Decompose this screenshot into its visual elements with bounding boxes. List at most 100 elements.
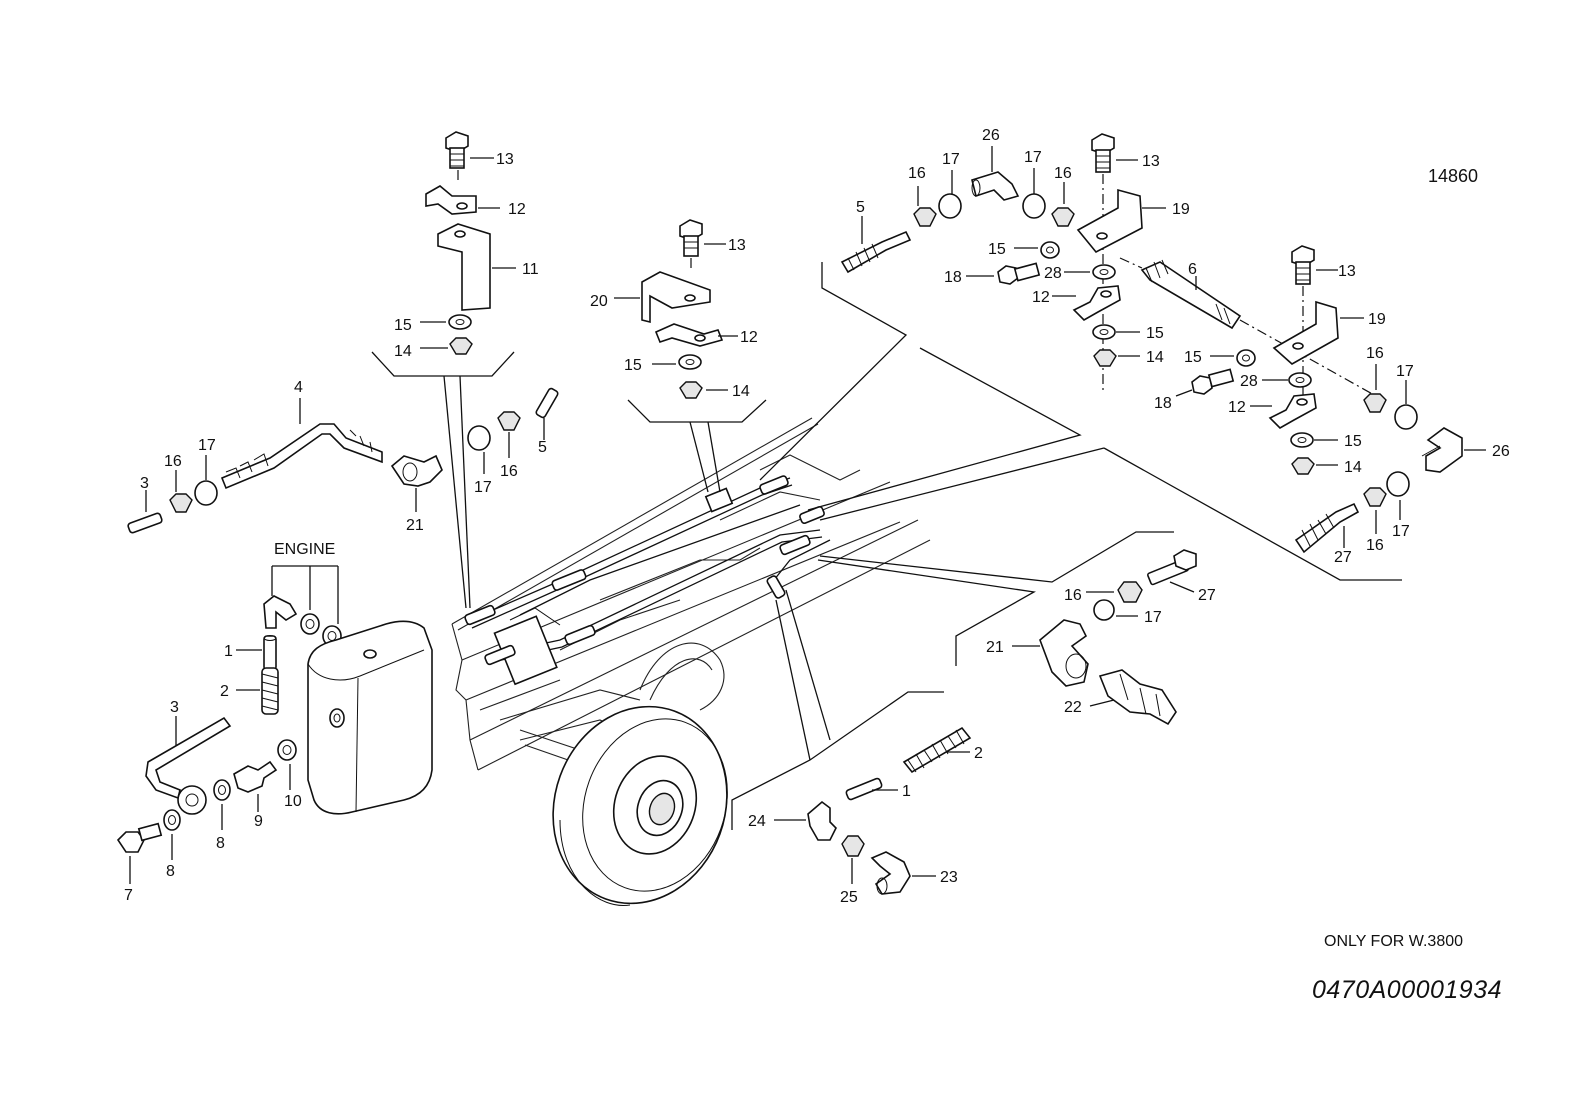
nut-14-c [1093,349,1140,367]
callout-5: 5 [856,199,865,216]
callout-15: 15 [1184,349,1202,366]
callout-17: 17 [198,437,216,454]
fitting-9 [233,760,278,812]
callout-17: 17 [1396,363,1414,380]
cap-17-f [1386,471,1410,520]
pin-3-a [127,490,163,534]
cap-17-a [194,455,218,506]
washer-15-b [652,354,702,370]
nut-16-a [169,470,193,513]
callout-14: 14 [732,383,750,400]
callout-16: 16 [1366,345,1384,362]
callout-17: 17 [474,479,492,496]
callout-25: 25 [840,889,858,906]
callout-3: 3 [140,475,149,492]
callout-12: 12 [1228,399,1246,416]
callout-16: 16 [1054,165,1072,182]
bracket-19-b [1272,300,1364,365]
callout-24: 24 [748,813,766,830]
callout-1: 1 [902,783,911,800]
callout-12: 12 [740,329,758,346]
callout-9: 9 [254,813,263,830]
engine-label: ENGINE [274,541,335,558]
bolt-13-a [445,131,494,182]
elbow-24 [774,800,837,841]
drawing-number: 14860 [1428,166,1479,186]
nut-25 [841,835,865,884]
callout-17: 17 [1392,523,1410,540]
pipe-3-b [145,716,232,800]
callout-16: 16 [1064,587,1082,604]
callout-14: 14 [394,343,412,360]
callout-3: 3 [170,699,179,716]
spring-2-a [236,667,279,715]
callout-18: 18 [1154,395,1172,412]
hose-6 [1119,257,1377,397]
washer-8-a [163,809,181,860]
callout-18: 18 [944,269,962,286]
callout-13: 13 [1338,263,1356,280]
pin-1-a [236,635,277,671]
nut-16-e [1363,364,1387,413]
bolt-7 [116,822,163,884]
callout-21: 21 [406,517,424,534]
callout-7: 7 [124,887,133,904]
callout-16: 16 [908,165,926,182]
nut-14-a [420,337,473,355]
callout-1: 1 [224,643,233,660]
callout-2: 2 [220,683,229,700]
callout-26: 26 [982,127,1000,144]
callout-10: 10 [284,793,302,810]
callout-6: 6 [1188,261,1197,278]
callout-19: 19 [1172,201,1190,218]
callout-21: 21 [986,639,1004,656]
callout-15: 15 [1146,325,1164,342]
clamp-12-c [1052,285,1121,321]
elbow-23 [870,851,936,895]
callout-15: 15 [988,241,1006,258]
machine-body [451,417,931,907]
callout-labels: 13 12 11 15 14 4 3 16 17 21 17 16 5 13 2… [124,127,1510,906]
washer-10 [277,739,297,790]
pipe-4 [220,398,383,490]
callout-26: 26 [1492,443,1510,460]
callout-15: 15 [624,357,642,374]
callout-16: 16 [500,463,518,480]
bracket-11 [437,223,516,311]
callout-13: 13 [728,237,746,254]
bolt-18-b [1175,368,1235,397]
callout-13: 13 [496,151,514,168]
callout-4: 4 [294,379,303,396]
elbow-engine [263,595,298,629]
cap-17-b [467,425,491,474]
fitting-5-b [840,216,912,274]
cap-17-c [938,170,962,219]
nut-16-b [497,411,521,458]
callout-16: 16 [164,453,182,470]
banjo-eye [177,785,207,815]
footnote: ONLY FOR W.3800 [1324,933,1464,950]
callout-27: 27 [1334,549,1352,566]
callout-17: 17 [942,151,960,168]
cap-17-e [1394,380,1418,430]
callout-2: 2 [974,745,983,762]
bracket-20 [614,271,711,324]
callout-12: 12 [1032,289,1050,306]
elbow-21-b [1012,619,1089,687]
callout-8: 8 [216,835,225,852]
elbow-21-a [390,454,443,512]
union-22 [1089,669,1177,726]
clamp-12-d [1250,393,1317,429]
callout-23: 23 [940,869,958,886]
washer-15-d [1092,324,1140,340]
callout-16: 16 [1366,537,1384,554]
callout-19: 19 [1368,311,1386,328]
washer-15-c [1014,241,1060,259]
bolt-18-a [966,262,1041,285]
cap-17-d [1022,168,1046,219]
cap-17-g [1093,599,1138,621]
callout-13: 13 [1142,153,1160,170]
callout-28: 28 [1044,265,1062,282]
callout-27: 27 [1198,587,1216,604]
